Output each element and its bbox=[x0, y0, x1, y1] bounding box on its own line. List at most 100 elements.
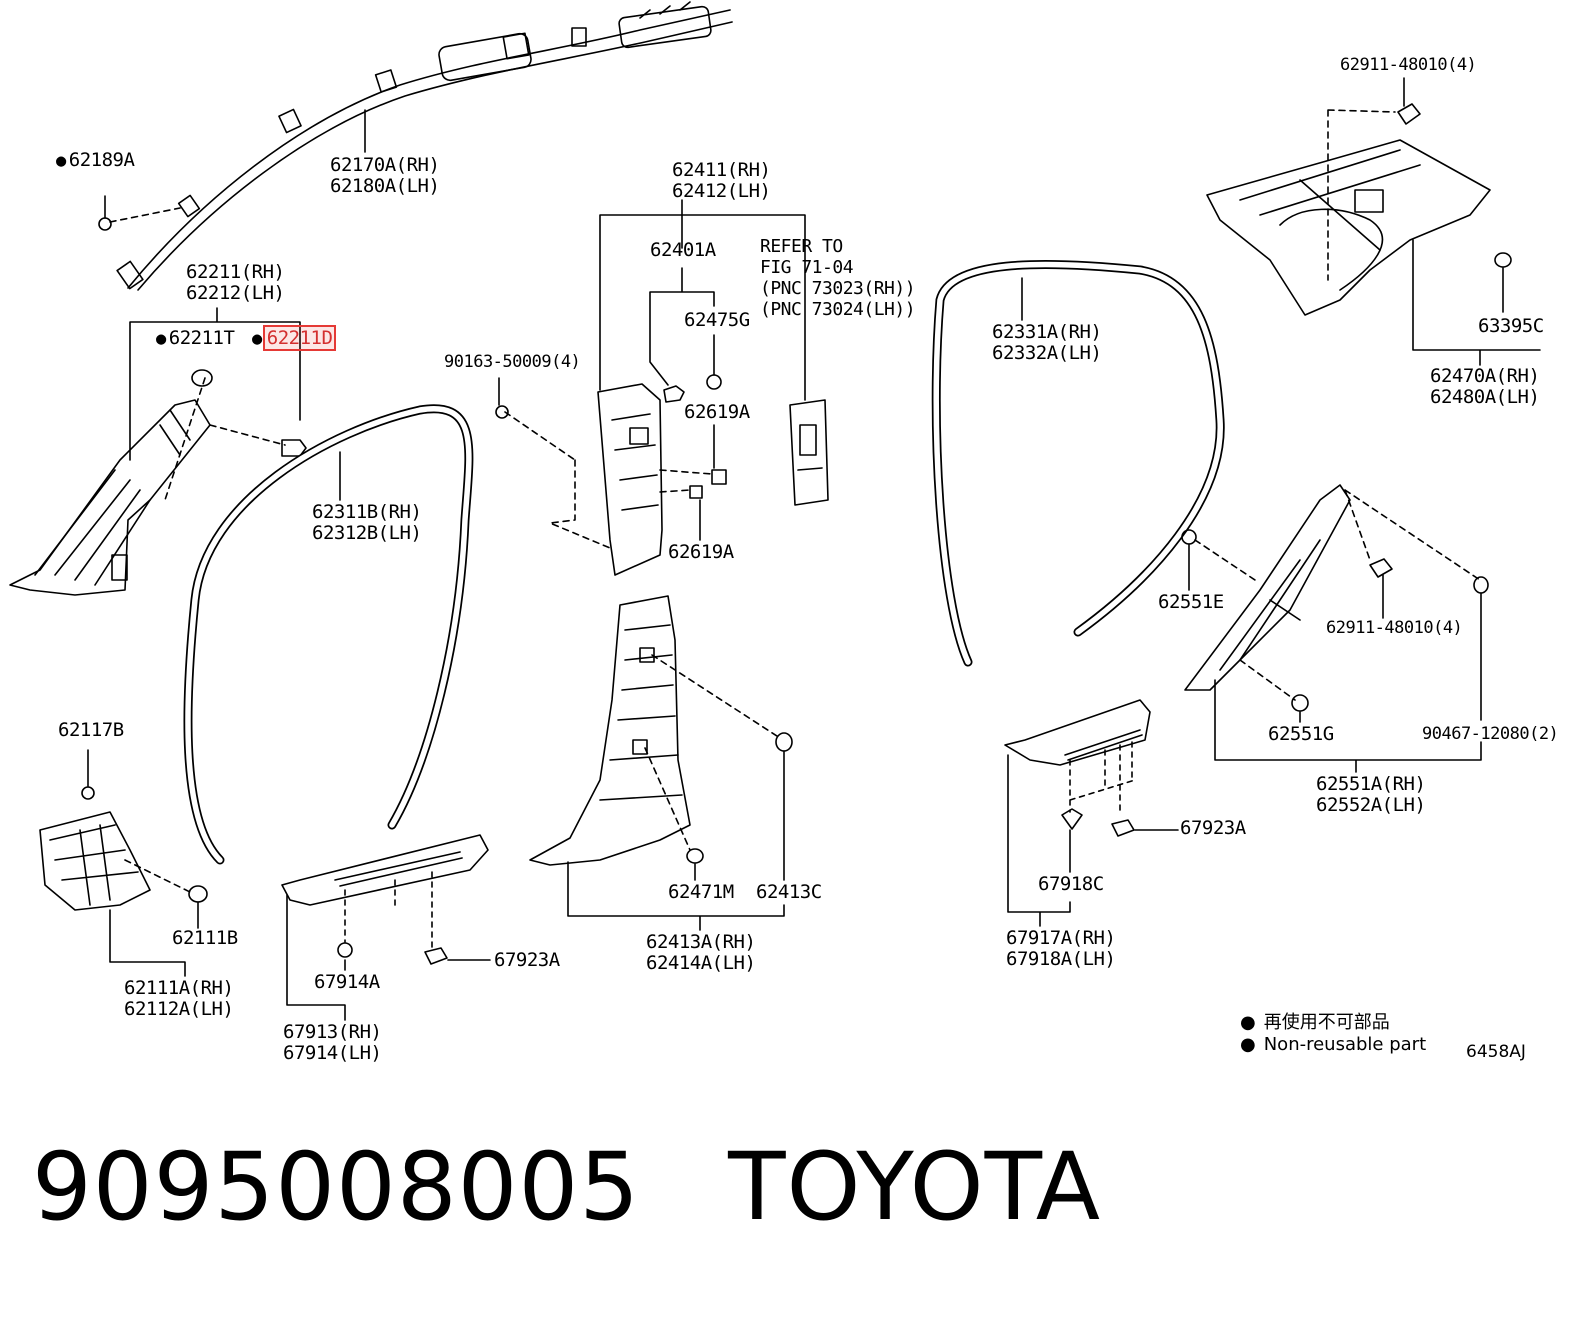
clip-62211D bbox=[281, 439, 307, 457]
bracket-62111A bbox=[109, 909, 186, 977]
rear-scuff-plate bbox=[1004, 699, 1151, 766]
bracket-67913 bbox=[286, 894, 346, 1021]
leaders-scuff-front bbox=[344, 871, 433, 951]
clip-62911-top bbox=[1397, 103, 1421, 125]
label-62551G: 62551G bbox=[1268, 723, 1334, 745]
cowl-side-trim bbox=[39, 811, 151, 911]
label-62170A: 62170A(RH)62180A(LH) bbox=[330, 154, 440, 197]
leader-62111B-dash bbox=[124, 859, 191, 893]
seatbelt-reference-part bbox=[789, 399, 829, 506]
legend-bullet-icon: ● bbox=[1240, 1034, 1256, 1055]
label-67923A-front: 67923A bbox=[494, 949, 560, 971]
label-63395C: 63395C bbox=[1478, 315, 1544, 337]
rear-door-weatherstrip-inner bbox=[933, 261, 1223, 665]
clip-62413C bbox=[775, 732, 793, 752]
clip-67914A bbox=[337, 942, 353, 958]
label-62311B: 62311B(RH)62312B(LH) bbox=[312, 501, 422, 544]
bracket-62413A bbox=[567, 861, 785, 931]
label-67918C: 67918C bbox=[1038, 873, 1104, 895]
clip-62189A bbox=[98, 217, 112, 231]
clip-62117B bbox=[81, 786, 95, 800]
leaders-scuff-rear bbox=[1069, 741, 1136, 816]
label-62411: 62411(RH)62412(LH) bbox=[672, 159, 771, 202]
bracket-62411 bbox=[599, 199, 806, 401]
footer-caption: 9095008005 TOYOTA bbox=[32, 1128, 1101, 1248]
label-62211T: 62211T bbox=[156, 328, 235, 350]
label-62475G: 62475G bbox=[684, 309, 750, 331]
label-62551A: 62551A(RH)62552A(LH) bbox=[1316, 773, 1426, 816]
label-62211: 62211(RH)62212(LH) bbox=[186, 261, 285, 304]
front-pillar-garnish bbox=[9, 399, 211, 596]
clip-62401A bbox=[663, 385, 685, 403]
leader-62211T-clip bbox=[164, 377, 206, 501]
clip-62111B bbox=[188, 885, 208, 903]
clip-63395C bbox=[1494, 252, 1512, 268]
front-door-weatherstrip-outline bbox=[183, 404, 474, 865]
roof-airbag-rail bbox=[116, 1, 733, 291]
clip-62911-mid bbox=[1369, 558, 1393, 578]
clip-62551G bbox=[1291, 694, 1309, 712]
bolt-90163 bbox=[495, 405, 509, 419]
label-90467: 90467-12080(2) bbox=[1422, 724, 1559, 744]
label-62331A: 62331A(RH)62332A(LH) bbox=[992, 321, 1102, 364]
label-90163: 90163-50009(4) bbox=[444, 352, 581, 372]
highlighted-part-62211D[interactable]: 62211D bbox=[262, 325, 337, 351]
clip-67923A-2 bbox=[1111, 819, 1135, 837]
legend-japanese: ●再使用不可部品 bbox=[1240, 1012, 1390, 1033]
leaders-lower-pillar bbox=[644, 654, 781, 851]
label-62401A: 62401A bbox=[650, 239, 716, 261]
roof-side-inner-garnish bbox=[1206, 139, 1491, 316]
label-62111B: 62111B bbox=[172, 927, 238, 949]
label-62551E: 62551E bbox=[1158, 591, 1224, 613]
label-62211D[interactable]: 62211D bbox=[252, 325, 337, 351]
footer-brand: TOYOTA bbox=[728, 1133, 1102, 1242]
clip-67923A-1 bbox=[424, 947, 448, 965]
label-62413A: 62413A(RH)62414A(LH) bbox=[646, 931, 756, 974]
label-62413C: 62413C bbox=[756, 881, 822, 903]
center-pillar-upper-garnish bbox=[597, 383, 663, 576]
leader-62211D-clip bbox=[209, 424, 286, 446]
front-door-weatherstrip-inner bbox=[185, 406, 472, 863]
bracket-62401A bbox=[649, 267, 715, 386]
label-67923A-rear: 67923A bbox=[1180, 817, 1246, 839]
clip-62471M bbox=[686, 848, 704, 864]
label-62471M: 62471M bbox=[668, 881, 734, 903]
label-67914A: 67914A bbox=[314, 971, 380, 993]
leaders-rear-pillar bbox=[1194, 489, 1481, 581]
clip-67918C bbox=[1061, 808, 1083, 830]
parts-diagram-artwork bbox=[9, 1, 1541, 1021]
footer-part-number: 9095008005 bbox=[32, 1133, 641, 1242]
label-62619A-bottom: 62619A bbox=[668, 541, 734, 563]
leader-62911-top bbox=[1327, 109, 1396, 281]
legend-bullet-icon: ● bbox=[1240, 1012, 1256, 1033]
clip-62211T bbox=[191, 369, 213, 387]
label-62911-mid: 62911-48010(4) bbox=[1326, 618, 1463, 638]
label-62111A: 62111A(RH)62112A(LH) bbox=[124, 977, 234, 1020]
leader-62551G-dash bbox=[1239, 659, 1296, 701]
label-62189A: 62189A bbox=[56, 150, 135, 172]
rear-pillar-garnish bbox=[1184, 484, 1351, 691]
parts-diagram: 62189A 62170A(RH)62180A(LH) 62211(RH)622… bbox=[0, 0, 1592, 1090]
bracket-62470A bbox=[1412, 239, 1541, 366]
bracket-67917A bbox=[1007, 754, 1071, 927]
label-62117B: 62117B bbox=[58, 719, 124, 741]
leader-62619A bbox=[659, 469, 713, 493]
clip-90467 bbox=[1473, 576, 1489, 594]
clips-62619A bbox=[689, 469, 727, 499]
bracket-62551A bbox=[1214, 679, 1482, 773]
legend-english: ●Non-reusable part bbox=[1240, 1034, 1427, 1055]
part-62475G bbox=[706, 374, 722, 390]
label-67913: 67913(RH)67914(LH) bbox=[283, 1021, 382, 1064]
diagram-code: 6458AJ bbox=[1466, 1042, 1526, 1062]
leader-90163 bbox=[504, 411, 611, 549]
center-pillar-lower-garnish bbox=[529, 595, 691, 866]
clip-62551E bbox=[1181, 529, 1197, 545]
label-62470A: 62470A(RH)62480A(LH) bbox=[1430, 365, 1540, 408]
bracket-62211 bbox=[129, 307, 301, 461]
leader-62189A bbox=[109, 207, 181, 223]
label-62911-top: 62911-48010(4) bbox=[1340, 55, 1477, 75]
label-62619A-top: 62619A bbox=[684, 401, 750, 423]
front-scuff-plate bbox=[281, 834, 489, 906]
label-67917A: 67917A(RH)67918A(LH) bbox=[1006, 927, 1116, 970]
